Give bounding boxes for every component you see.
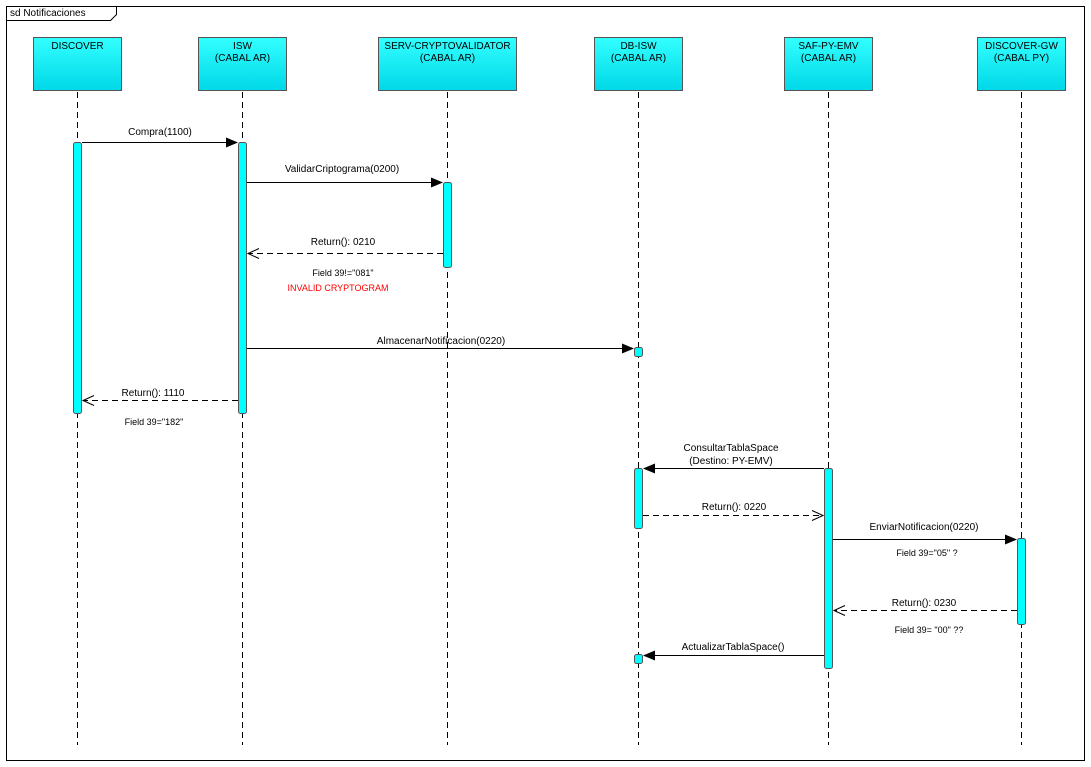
note-invalid-cryptogram: INVALID CRYPTOGRAM [287,283,388,293]
message-return-0220-label: Return(): 0220 [702,502,767,513]
message-consultar-tabla-space-sublabel: (Destino: PY-EMV) [689,456,773,467]
frame-label-tab [6,6,117,21]
lifeline-isw-subtitle: (CABAL AR) [215,53,270,64]
message-return-1110[interactable]: Return(): 1110 [81,388,238,406]
message-compra[interactable]: Compra(1100) [82,127,238,148]
message-validar-criptograma-label: ValidarCriptograma(0200) [285,164,399,175]
lifeline-cryptovalidator[interactable]: SERV-CRYPTOVALIDATOR (CABAL AR) [378,37,517,746]
lifeline-dbisw[interactable]: DB-ISW (CABAL AR) [594,37,683,746]
lifeline-discover-title: DISCOVER [51,41,103,52]
open-arrowhead-icon [246,248,260,259]
message-return-0210-label: Return(): 0210 [311,237,376,248]
open-arrowhead-icon [832,605,846,616]
lifeline-isw-box[interactable] [198,37,287,91]
lifeline-saf[interactable]: SAF-PY-EMV (CABAL AR) [784,37,873,746]
arrowhead-icon [226,137,238,148]
activation-dbisw-update [634,654,643,664]
note-field39-not-081: Field 39!="081" [312,268,373,278]
lifeline-saf-title: SAF-PY-EMV [798,41,859,52]
message-consultar-tabla-space-label: ConsultarTablaSpace [683,443,778,454]
lifeline-discovergw-box[interactable] [977,37,1066,91]
lifeline-cryptovalidator-subtitle: (CABAL AR) [420,53,475,64]
lifeline-dbisw-box[interactable] [594,37,683,91]
lifeline-dbisw-subtitle: (CABAL AR) [611,53,666,64]
open-arrowhead-icon [81,395,95,406]
lifeline-isw-title: ISW [233,41,252,52]
message-enviar-notificacion-label: EnviarNotificacion(0220) [870,522,979,533]
lifeline-isw[interactable]: ISW (CABAL AR) [198,37,287,746]
message-return-0230[interactable]: Return(): 0230 [832,598,1017,616]
activation-isw [238,142,247,414]
activation-discovergw [1017,538,1026,625]
lifeline-cryptovalidator-box[interactable] [378,37,517,91]
activation-dbisw-store [634,347,643,357]
lifeline-discovergw-subtitle: (CABAL PY) [994,53,1049,64]
lifeline-discovergw[interactable]: DISCOVER-GW (CABAL PY) [977,37,1066,746]
lifeline-cryptovalidator-title: SERV-CRYPTOVALIDATOR [384,41,510,52]
message-almacenar-notificacion-label: AlmacenarNotificacion(0220) [377,336,505,347]
message-actualizar-tabla-space-label: ActualizarTablaSpace() [682,642,785,653]
diagram-frame [6,6,1085,761]
message-return-1110-label: Return(): 1110 [122,388,185,399]
note-field39-05: Field 39="05" ? [896,548,957,558]
message-return-0220[interactable]: Return(): 0220 [643,502,825,521]
lifeline-discover[interactable]: DISCOVER [33,37,122,746]
lifeline-saf-box[interactable] [784,37,873,91]
activation-dbisw-query [634,468,643,529]
message-almacenar-notificacion[interactable]: AlmacenarNotificacion(0220) [247,336,634,354]
lifeline-discover-box[interactable] [33,37,122,91]
arrowhead-icon [622,343,634,354]
lifeline-saf-subtitle: (CABAL AR) [801,53,856,64]
message-validar-criptograma[interactable]: ValidarCriptograma(0200) [247,164,443,188]
arrowhead-icon [643,463,655,474]
activation-saf [824,468,833,669]
message-return-0230-label: Return(): 0230 [892,598,957,609]
open-arrowhead-icon [811,510,825,521]
message-return-0210[interactable]: Return(): 0210 [246,237,443,259]
frame-label: sd Notificaciones [10,8,86,19]
arrowhead-icon [1005,534,1017,545]
lifeline-discovergw-title: DISCOVER-GW [985,41,1058,52]
note-field39-182: Field 39="182" [125,417,184,427]
message-compra-label: Compra(1100) [128,127,192,138]
message-actualizar-tabla-space[interactable]: ActualizarTablaSpace() [643,642,824,661]
arrowhead-icon [643,650,655,661]
message-enviar-notificacion[interactable]: EnviarNotificacion(0220) [833,522,1017,545]
lifeline-dbisw-title: DB-ISW [620,41,657,52]
note-field39-00: Field 39= "00" ?? [895,625,964,635]
activation-discover [73,142,82,414]
message-consultar-tabla-space[interactable]: ConsultarTablaSpace (Destino: PY-EMV) [643,443,824,474]
arrowhead-icon [431,177,443,188]
activation-cryptovalidator [443,182,452,268]
